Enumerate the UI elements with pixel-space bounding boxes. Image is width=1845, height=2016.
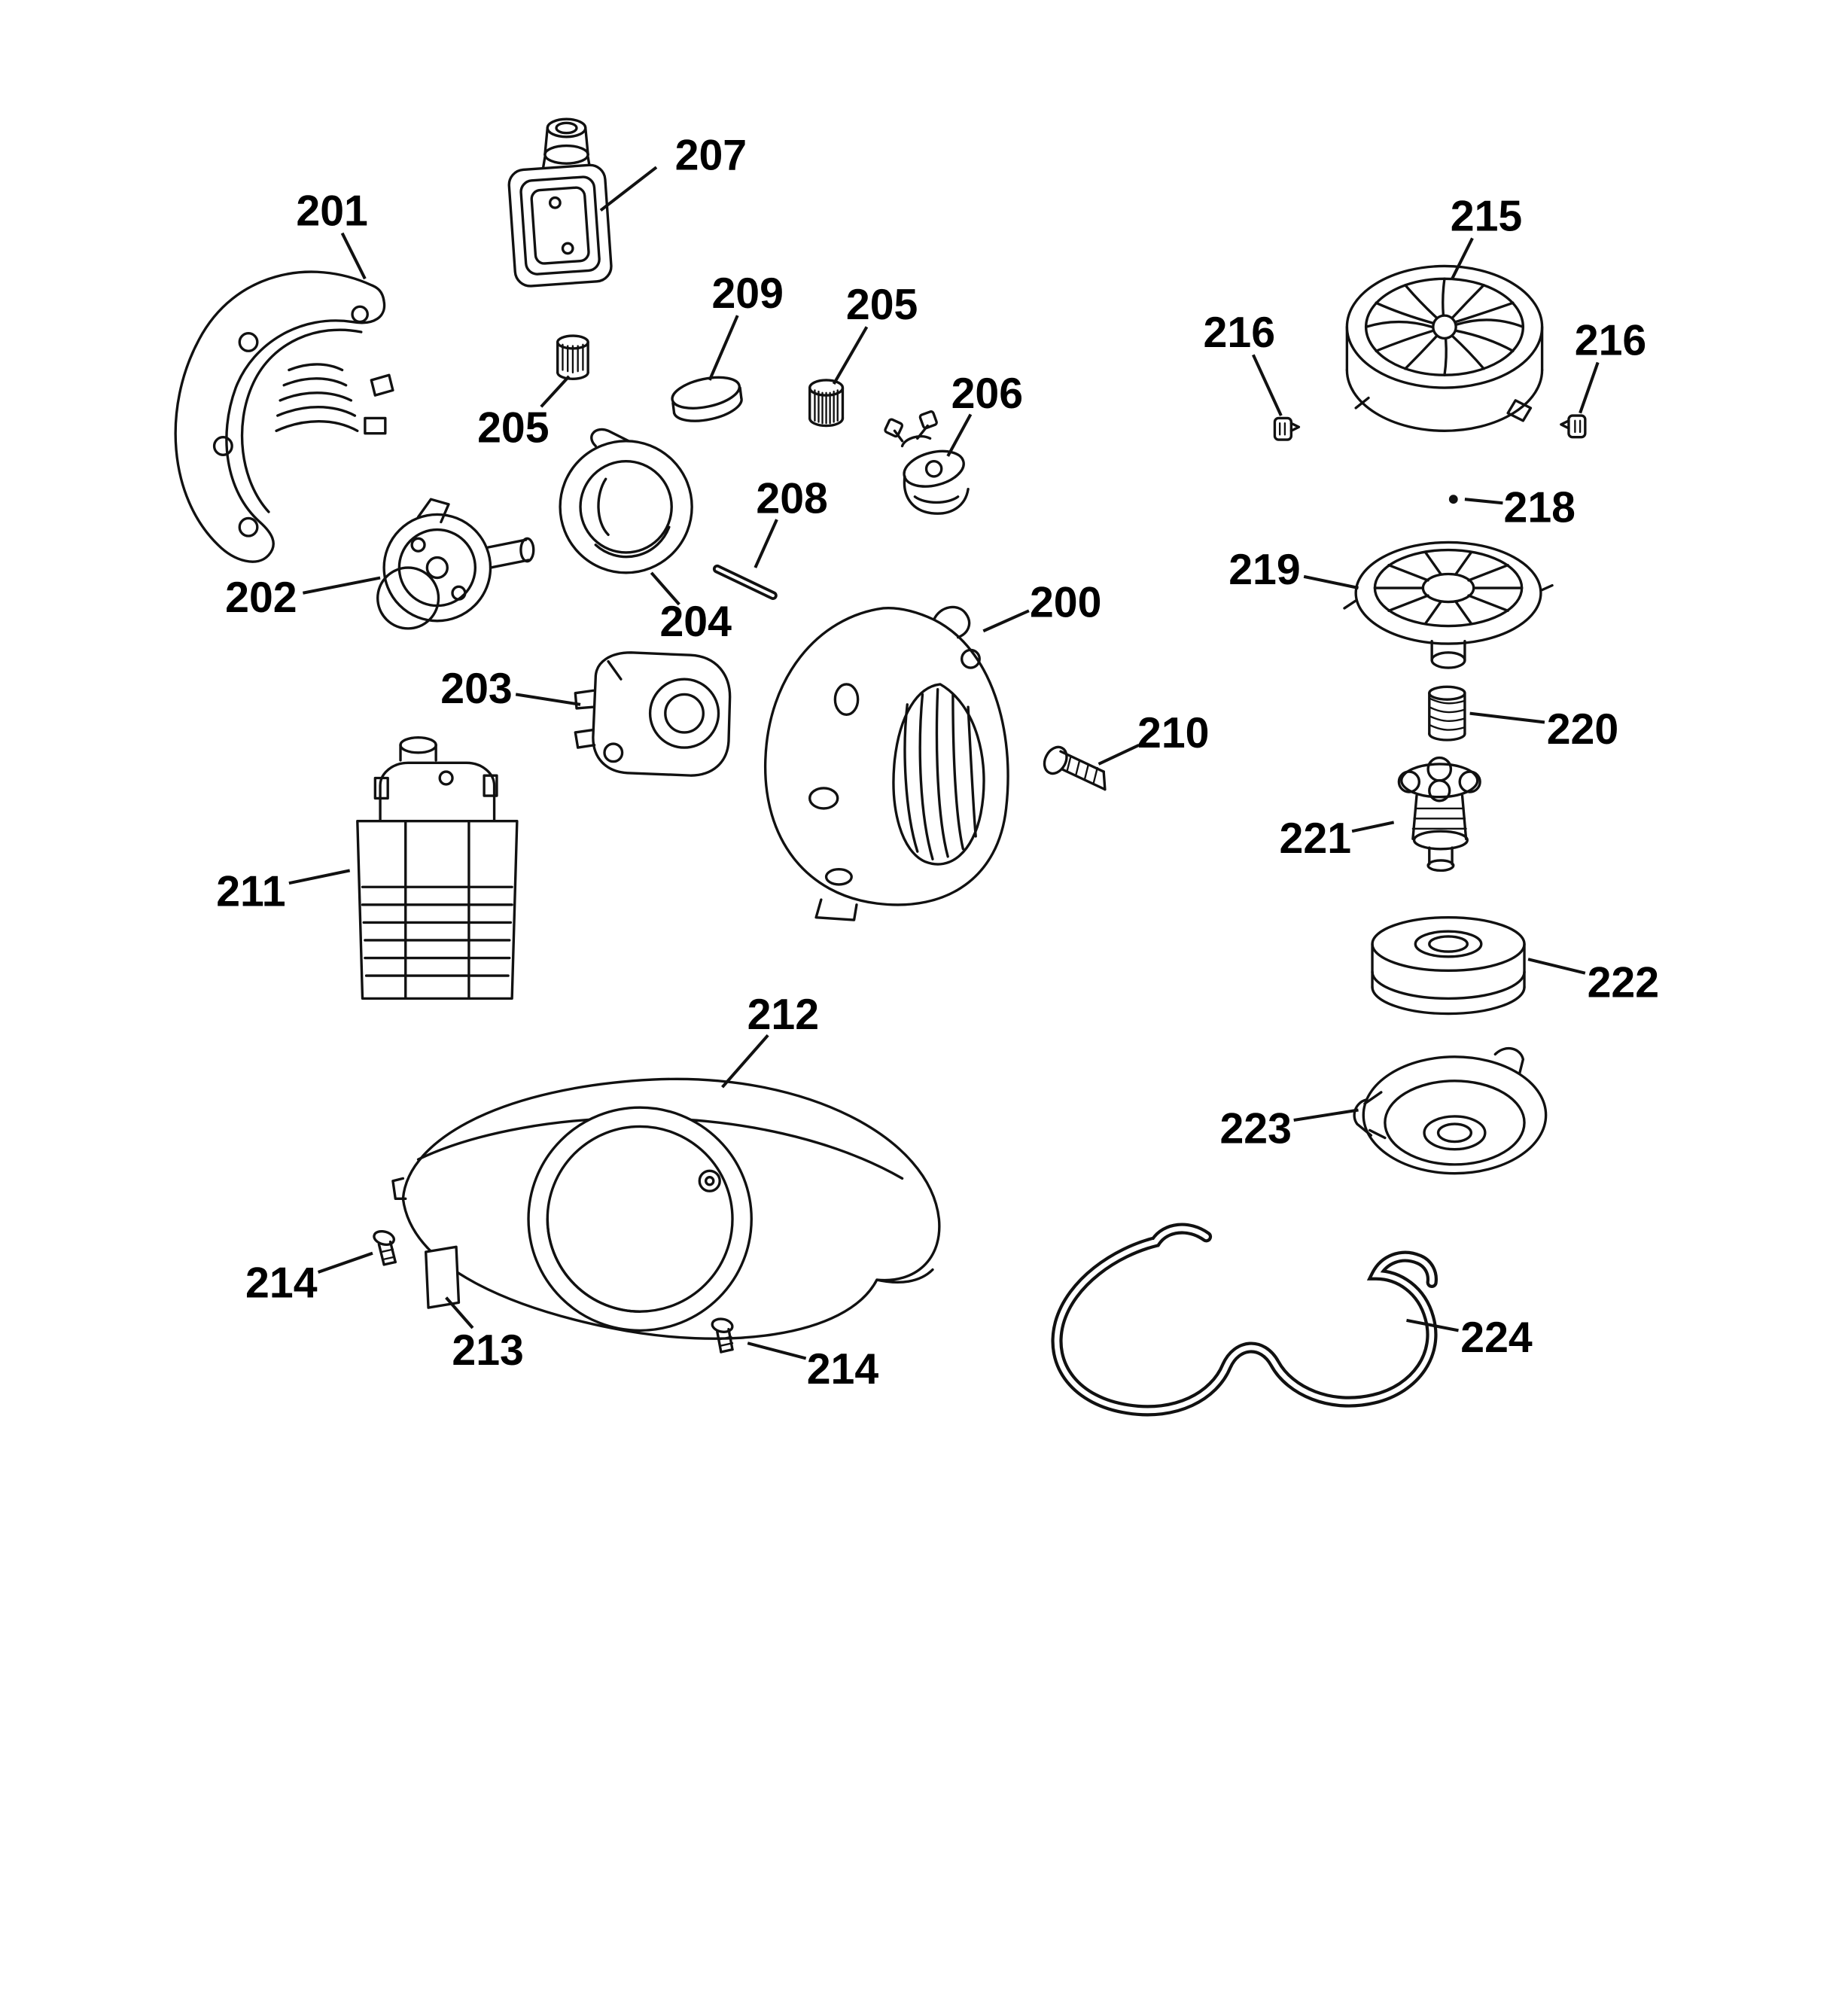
part-222-drawing: [1371, 915, 1526, 1016]
part-220-drawing: [1428, 685, 1466, 742]
part-203-drawing: [574, 651, 732, 777]
leader-line-202-11: [303, 576, 381, 595]
part-label-204-12: 204: [659, 598, 732, 646]
part-210-drawing: [1043, 745, 1107, 791]
part-label-200-14: 200: [1030, 579, 1101, 627]
leader-line-210-17: [1098, 743, 1140, 766]
leader-line-214-25: [747, 1341, 807, 1360]
part-label-213-24: 213: [452, 1326, 523, 1375]
part-205a-drawing: [556, 334, 589, 380]
part-label-212-21: 212: [747, 991, 819, 1039]
part-216a-drawing: [1273, 416, 1301, 441]
part-label-216-8: 216: [1575, 316, 1646, 364]
part-211-drawing: [356, 735, 519, 1000]
part-label-214-25: 214: [807, 1345, 879, 1393]
part-label-209-2: 209: [711, 270, 783, 318]
leader-line-200-14: [982, 609, 1030, 633]
part-label-221-18: 221: [1280, 815, 1351, 863]
leader-line-216-8: [1579, 361, 1600, 414]
leader-line-219-13: [1303, 574, 1359, 589]
part-label-220-16: 220: [1547, 705, 1618, 754]
part-label-218-9: 218: [1503, 483, 1575, 531]
part-label-211-19: 211: [216, 868, 285, 916]
leader-line-222-20: [1527, 958, 1586, 975]
part-219-drawing: [1343, 541, 1554, 669]
leader-line-215-6: [1451, 237, 1474, 280]
part-205b-drawing: [808, 379, 845, 428]
part-201-drawing: [174, 270, 394, 563]
leader-line-203-15: [515, 693, 581, 706]
leader-line-207-0: [599, 166, 658, 212]
part-218-drawing: [1448, 495, 1458, 504]
part-label-205-3: 205: [846, 281, 918, 329]
part-208-drawing: [712, 564, 778, 601]
part-215-drawing: [1345, 264, 1544, 432]
part-214b-drawing: [711, 1317, 734, 1354]
callout-layer: 207 201 209 205 206 205 215 216 216 218 208 202 204 2…: [216, 132, 1659, 1394]
leader-line-223-22: [1293, 1108, 1359, 1122]
part-label-216-7: 216: [1204, 309, 1275, 357]
part-206-drawing: [884, 410, 970, 515]
leader-line-221-18: [1351, 821, 1395, 833]
leader-line-205-5: [540, 375, 571, 408]
leader-line-206-4: [946, 413, 973, 457]
part-213-drawing: [424, 1245, 461, 1309]
part-221-drawing: [1397, 756, 1481, 872]
leader-line-212-21: [721, 1034, 769, 1089]
leader-line-213-24: [445, 1296, 474, 1329]
leader-line-209-2: [708, 315, 739, 381]
part-200-drawing: [764, 605, 1009, 921]
part-214a-drawing: [373, 1229, 397, 1266]
leader-line-218-9: [1464, 498, 1503, 505]
part-label-214-23: 214: [245, 1259, 318, 1308]
part-label-219-13: 219: [1228, 546, 1300, 594]
part-label-208-10: 208: [756, 475, 827, 523]
part-202-drawing: [376, 498, 535, 630]
part-label-201-1: 201: [296, 187, 367, 236]
part-212-drawing: [391, 1077, 941, 1340]
leader-line-205-3: [832, 326, 869, 385]
leader-line-224-26: [1406, 1318, 1459, 1332]
part-label-210-17: 210: [1137, 709, 1209, 757]
part-204-drawing: [559, 428, 693, 574]
leader-line-220-16: [1469, 711, 1545, 724]
part-label-202-11: 202: [225, 574, 297, 622]
part-224-drawing: [1051, 1223, 1438, 1417]
leader-line-208-10: [754, 519, 778, 568]
part-216b-drawing: [1560, 414, 1587, 439]
leader-line-204-12: [650, 571, 680, 606]
part-label-207-0: 207: [675, 132, 747, 180]
leader-line-201-1: [340, 232, 367, 280]
part-label-206-4: 206: [951, 370, 1023, 418]
part-209-drawing: [671, 376, 743, 422]
part-label-222-20: 222: [1588, 959, 1659, 1007]
part-label-205-5: 205: [477, 404, 549, 452]
part-207-drawing: [507, 117, 613, 288]
part-label-203-15: 203: [440, 665, 512, 713]
leader-line-216-7: [1251, 354, 1283, 416]
part-label-224-26: 224: [1460, 1314, 1533, 1362]
part-label-223-22: 223: [1219, 1104, 1291, 1153]
part-223-drawing: [1353, 1046, 1548, 1175]
part-label-215-6: 215: [1451, 192, 1522, 240]
leader-line-214-23: [317, 1251, 373, 1274]
leader-line-211-19: [288, 869, 351, 885]
